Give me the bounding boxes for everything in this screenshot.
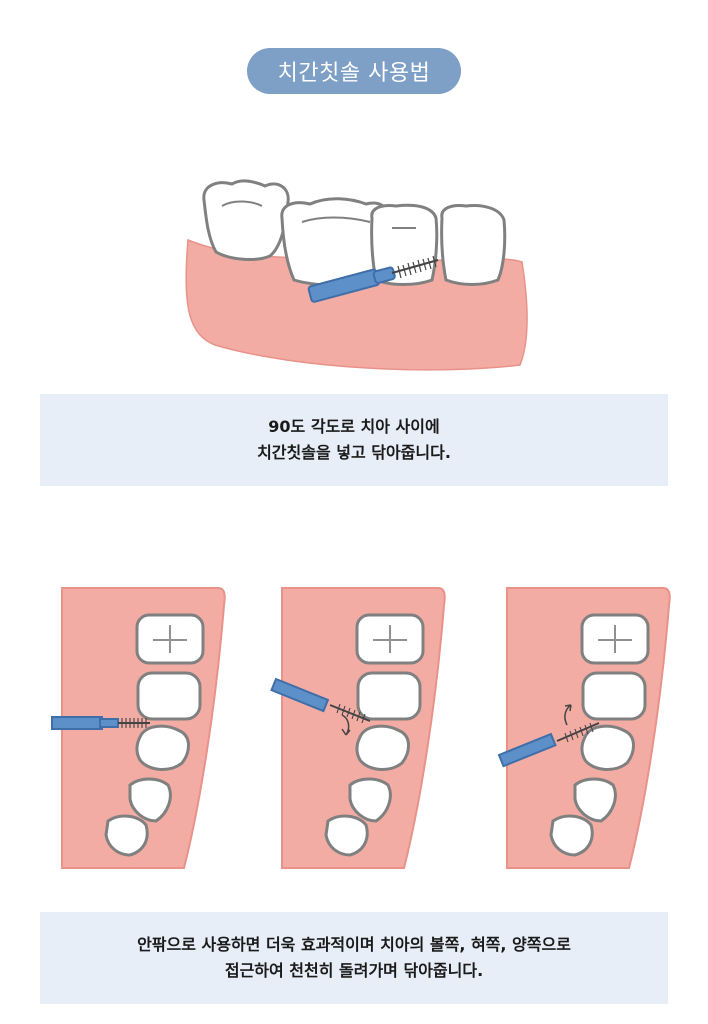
tooth-right <box>440 204 507 286</box>
panel-angled-up <box>497 587 671 869</box>
caption-step2-line2: 접근하여 천천히 돌려가며 닦아줍니다. <box>224 961 484 980</box>
arrow-down-icon <box>341 714 351 736</box>
tooth-canine <box>135 724 190 771</box>
caption-step1: 90도 각도로 치아 사이에 치간칫솔을 넣고 닦아줍니다. <box>40 394 668 486</box>
caption-step2-line1: 안팎으로 사용하면 더욱 효과적이며 치아의 볼쪽, 혀쪽, 양쪽으로 <box>137 935 571 954</box>
panel-angled-down <box>270 587 446 869</box>
tooth-molar-left <box>202 179 290 261</box>
tooth-premolar2 <box>104 814 149 857</box>
tooth-lateral <box>136 671 202 721</box>
caption-step1-line2: 치간칫솔을 넣고 닦아줍니다. <box>257 443 451 462</box>
brush-angled-down <box>270 677 371 724</box>
page-title: 치간칫솔 사용법 <box>277 61 431 86</box>
teeth-brush-illustration <box>185 179 528 371</box>
title-pill: 치간칫솔 사용법 <box>247 48 461 94</box>
caption-step1-line1: 90도 각도로 치아 사이에 <box>268 417 440 436</box>
caption-step2: 안팎으로 사용하면 더욱 효과적이며 치아의 볼쪽, 혀쪽, 양쪽으로 접근하여… <box>40 912 668 1004</box>
brush-straight <box>51 716 150 730</box>
panel-straight <box>51 587 226 869</box>
arrow-up-icon <box>564 704 572 726</box>
interdental-brush <box>307 255 439 303</box>
brush-angled-up <box>497 722 600 768</box>
tooth-premolar1 <box>128 777 172 823</box>
